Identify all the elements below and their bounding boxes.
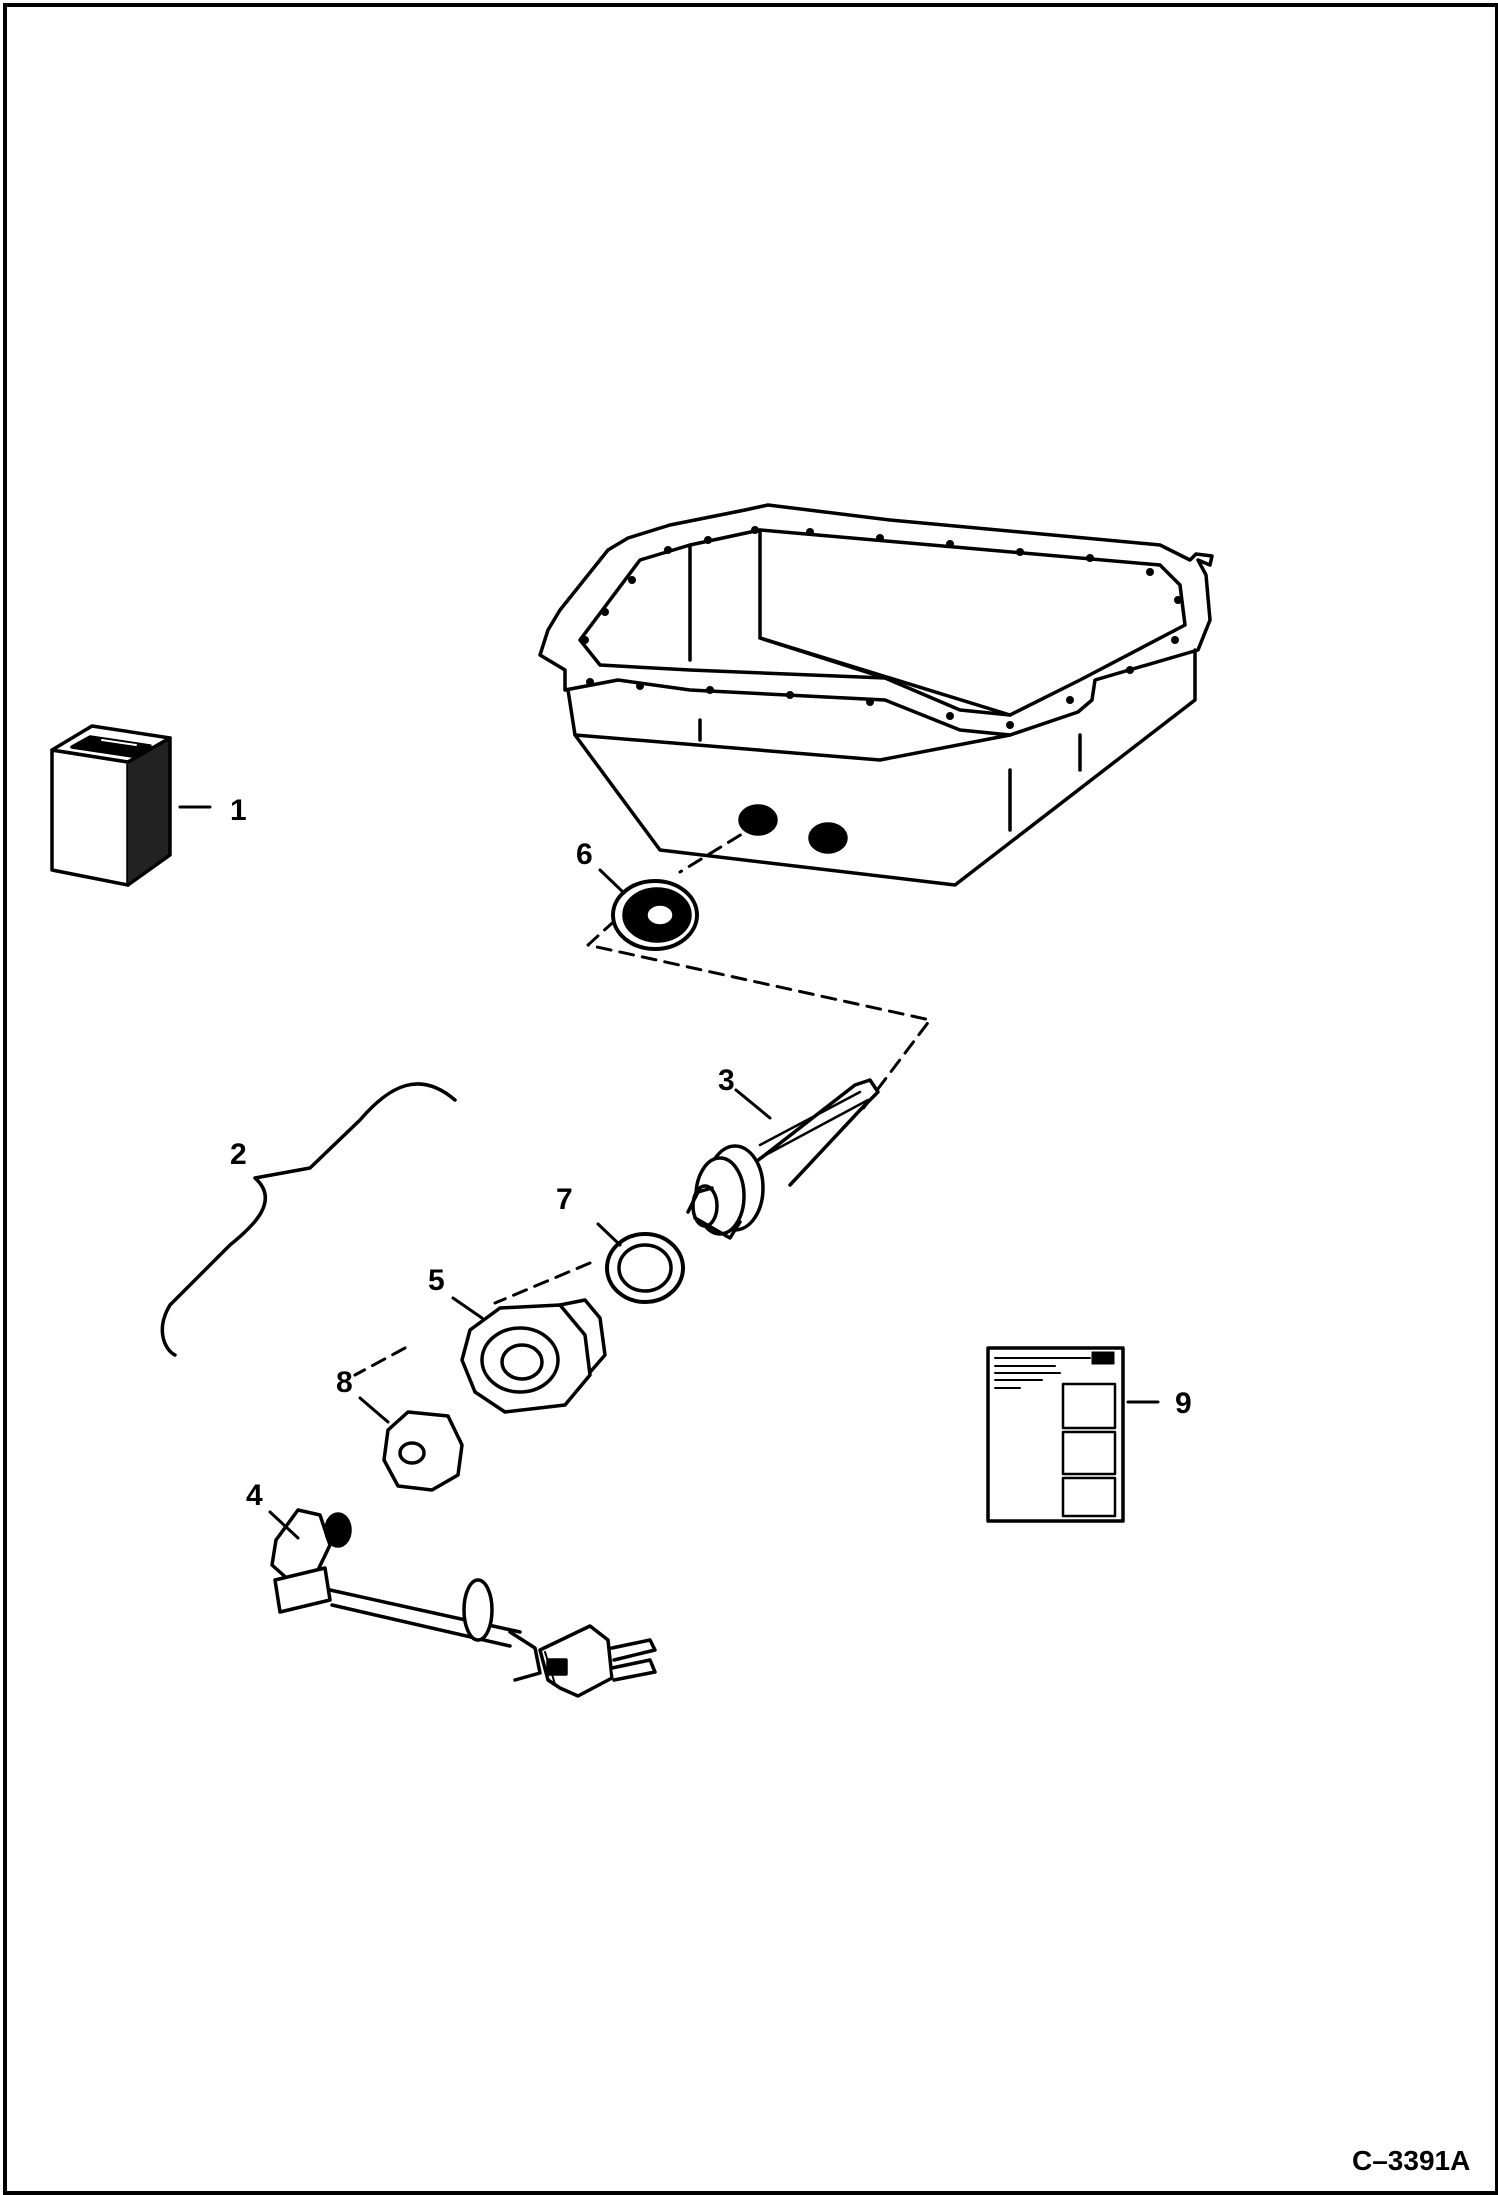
brace-2 <box>160 1082 457 1357</box>
gasket-6 <box>611 879 699 951</box>
heater-box-icon <box>50 724 172 887</box>
cord-plug-4 <box>270 1508 657 1698</box>
washer-7 <box>605 1232 685 1304</box>
oil-pan <box>538 503 1214 887</box>
adapter-fitting-5 <box>460 1298 607 1414</box>
callout-4: 4 <box>246 1479 263 1512</box>
callout-9: 9 <box>1175 1387 1192 1420</box>
figure-id: C–3391A <box>1352 2145 1470 2176</box>
callout-6: 6 <box>576 838 593 871</box>
callout-2: 2 <box>230 1138 247 1171</box>
heater-element-3 <box>686 1078 880 1240</box>
callout-8: 8 <box>336 1366 353 1399</box>
page-border <box>3 3 1498 2195</box>
instruction-decal-9 <box>986 1346 1125 1523</box>
callout-3: 3 <box>718 1064 735 1097</box>
nut-8 <box>382 1410 464 1492</box>
leader-lines <box>178 805 1160 1540</box>
callout-1: 1 <box>230 794 247 827</box>
callout-5: 5 <box>428 1264 445 1297</box>
callout-7: 7 <box>556 1183 573 1216</box>
